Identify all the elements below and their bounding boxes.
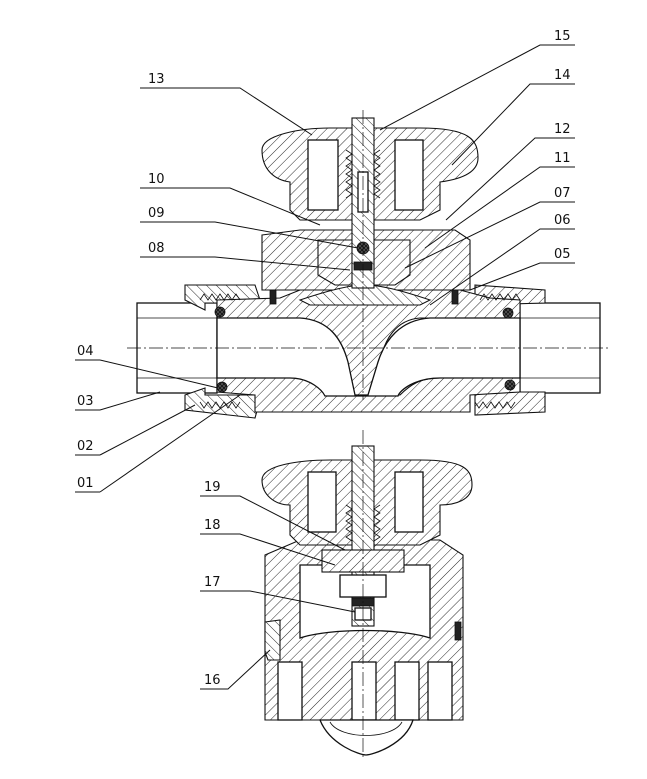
callout-05: 05 [554,247,571,262]
callout-leaders [75,44,575,690]
callout-07: 07 [554,186,571,201]
leader-02 [99,404,196,456]
leader-03 [99,391,161,411]
callout-12: 12 [554,122,571,137]
callout-01: 01 [77,476,94,491]
callout-19: 19 [204,480,221,495]
callout-labels: 15 14 12 11 07 06 05 13 10 09 08 04 03 0… [77,29,571,688]
callout-16: 16 [204,673,221,688]
callout-10: 10 [148,172,165,187]
callout-18: 18 [204,518,221,533]
leader-13 [140,87,313,136]
o-ring-left [214,306,226,318]
callout-15: 15 [554,29,571,44]
callout-11: 11 [554,151,571,166]
callout-17: 17 [204,575,221,590]
callout-08: 08 [148,241,165,256]
side-latch [264,619,281,661]
lower-actuator-section [261,430,473,760]
callout-09: 09 [148,206,165,221]
leader-01 [99,394,241,493]
callout-14: 14 [554,68,571,83]
leader-15 [379,44,572,131]
callout-02: 02 [77,439,94,454]
leader-10 [140,187,321,226]
upper-valve-section [127,110,610,419]
callout-06: 06 [554,213,571,228]
lower-bowl [319,719,414,756]
callout-13: 13 [148,72,165,87]
callout-04: 04 [77,344,94,359]
leader-04 [99,359,219,389]
o-ring-right [502,307,514,319]
callout-03: 03 [77,394,94,409]
flow-channel [216,317,521,397]
